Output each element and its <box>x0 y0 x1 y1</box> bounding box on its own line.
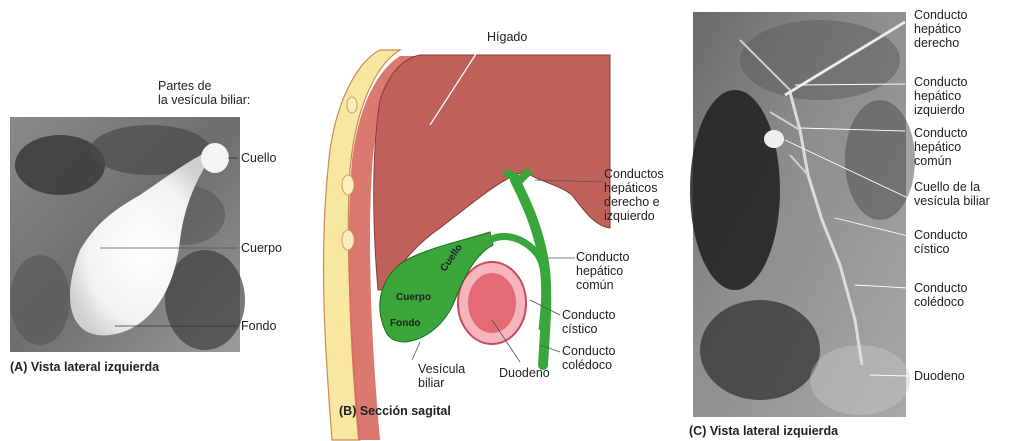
label-duodeno-c: Duodeno <box>914 369 965 383</box>
label-cuello-vesicula: Cuello de la vesícula biliar <box>914 180 990 208</box>
label-hepatico-comun-c: Conducto hepático común <box>914 126 968 168</box>
label-coledoco-c: Conducto colédoco <box>914 281 968 309</box>
label-cistico-c: Conducto cístico <box>914 228 968 256</box>
label-hepatico-derecho: Conducto hepático derecho <box>914 8 968 50</box>
caption-c: (C) Vista lateral izquierda <box>689 424 838 438</box>
label-hepatico-izquierdo: Conducto hepático izquierdo <box>914 75 968 117</box>
